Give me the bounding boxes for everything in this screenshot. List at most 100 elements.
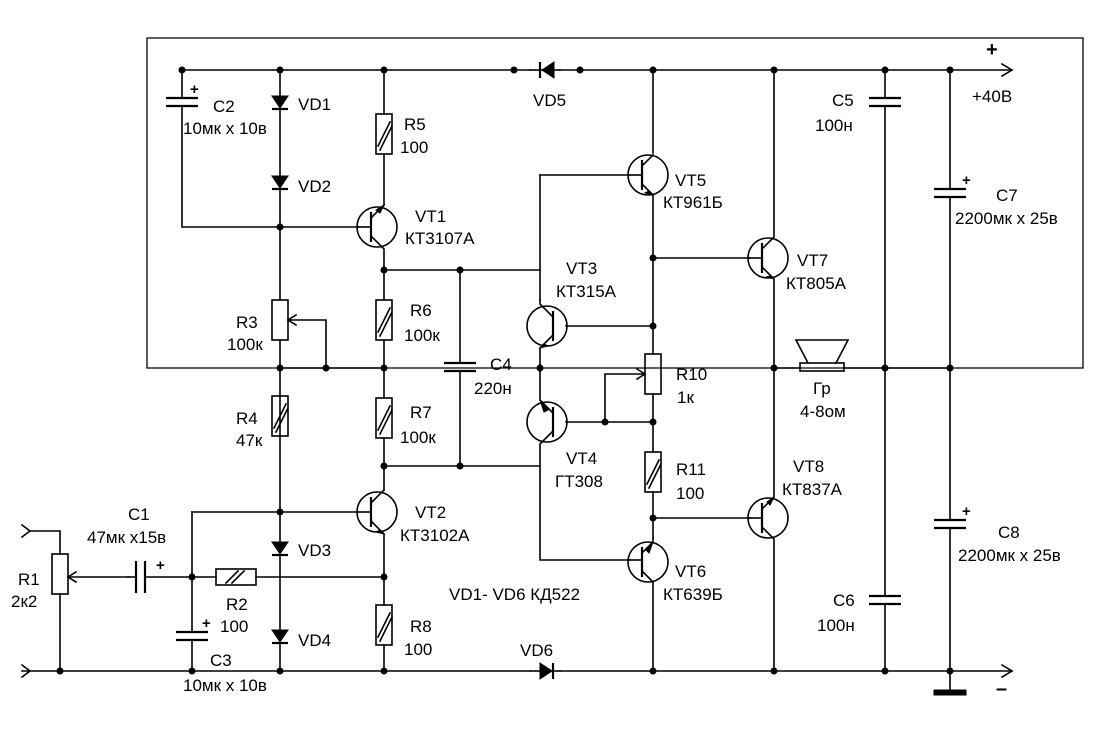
- vd4-label: VD4: [298, 631, 331, 650]
- capacitor-c2: [166, 69, 359, 228]
- c1-plus: +: [156, 557, 165, 574]
- vd3-label: VD3: [298, 541, 331, 560]
- r11-ref: R11: [676, 460, 706, 479]
- c1-value: 47мк х15в: [87, 528, 166, 547]
- diode-type-note: VD1- VD6 КД522: [449, 585, 580, 604]
- c2-value: 10мк х 10в: [183, 119, 267, 138]
- vd5-label: VD5: [533, 91, 566, 110]
- vt3-type: КТ315А: [556, 282, 617, 301]
- resistor-r6: [375, 299, 394, 399]
- r1-value: 2к2: [11, 592, 37, 611]
- vt1-ref: VT1: [415, 207, 446, 226]
- c6-ref: C6: [833, 591, 855, 610]
- diode-vd1: [271, 69, 289, 177]
- vt2-ref: VT2: [415, 503, 446, 522]
- r5-value: 100: [400, 138, 428, 157]
- c7-plus: +: [962, 172, 971, 189]
- vt3-ref: VT3: [566, 259, 597, 278]
- r2-value: 100: [220, 617, 248, 636]
- c5-value: 100н: [815, 116, 853, 135]
- r10-value: 1к: [677, 388, 694, 407]
- positive-rail: [181, 62, 1014, 78]
- vd6-label: VD6: [520, 641, 553, 660]
- ground-rail: [20, 663, 1014, 679]
- supply-plus-sign: +: [986, 39, 998, 61]
- r10-ref: R10: [676, 365, 707, 384]
- resistor-r8: [375, 604, 394, 672]
- c4-ref: C4: [490, 355, 512, 374]
- r8-value: 100: [404, 640, 432, 659]
- vt6-ref: VT6: [675, 562, 706, 581]
- speaker-gr: [794, 339, 850, 372]
- r3-value: 100к: [227, 335, 263, 354]
- r8-ref: R8: [410, 617, 432, 636]
- transistor-vt8: [747, 367, 789, 672]
- r11-value: 100: [676, 484, 704, 503]
- resistor-r3: [271, 299, 327, 511]
- c8-value: 2200мк х 25в: [958, 546, 1061, 565]
- capacitor-c1: [127, 561, 217, 593]
- vt7-type: КТ805А: [786, 274, 847, 293]
- vt1-type: КТ3107А: [405, 229, 475, 248]
- transistor-vt1: [356, 203, 398, 301]
- junction-dots: [56, 66, 954, 675]
- c5-ref: C5: [832, 91, 854, 110]
- transistor-vt3: [526, 299, 654, 401]
- capacitor-c8: [934, 518, 966, 672]
- r6-ref: R6: [410, 301, 432, 320]
- resistor-r1: [51, 553, 129, 672]
- r4-ref: R4: [236, 409, 258, 428]
- r1-ref: R1: [18, 570, 40, 589]
- vt5-type: КТ961Б: [663, 193, 723, 212]
- transistor-vt5: [627, 69, 669, 327]
- diode-vd6: [529, 662, 561, 680]
- supply-voltage-label: +40В: [972, 87, 1012, 106]
- r7-ref: R7: [410, 403, 432, 422]
- transistor-vt7: [747, 69, 789, 369]
- c1-ref: C1: [128, 505, 150, 524]
- enclosure-frame: [146, 37, 1084, 369]
- c6-value: 100н: [817, 616, 855, 635]
- transistor-vt2: [356, 488, 398, 606]
- r5-ref: R5: [404, 115, 426, 134]
- capacitor-c3: [176, 511, 208, 672]
- diode-vd3: [271, 509, 289, 631]
- vt5-ref: VT5: [675, 171, 706, 190]
- diode-vd4: [271, 629, 289, 672]
- vt8-type: КТ837А: [782, 480, 843, 499]
- r3-ref: R3: [236, 313, 258, 332]
- transistor-vt6: [627, 537, 669, 672]
- capacitor-c7: [934, 69, 966, 521]
- c4-value: 220н: [474, 379, 512, 398]
- c8-ref: C8: [998, 523, 1020, 542]
- capacitor-c4: [444, 269, 476, 467]
- vd1-label: VD1: [298, 95, 331, 114]
- resistor-r7: [375, 397, 394, 491]
- c7-value: 2200мк х 25в: [955, 209, 1058, 228]
- diode-vd5: [529, 61, 561, 79]
- resistor-r5: [375, 69, 394, 206]
- c2-plus: +: [190, 81, 199, 98]
- transistor-vt4: [526, 398, 654, 561]
- r6-value: 100к: [404, 326, 440, 345]
- vt7-ref: VT7: [797, 251, 828, 270]
- supply-minus-sign: –: [996, 678, 1007, 700]
- c7-ref: C7: [996, 186, 1018, 205]
- input-terminal: [20, 523, 61, 555]
- vt6-type: КТ639Б: [663, 585, 723, 604]
- speaker-value: 4-8ом: [800, 402, 846, 421]
- vd2-label: VD2: [298, 177, 331, 196]
- c8-plus: +: [962, 503, 971, 520]
- resistor-r10: [604, 325, 662, 453]
- speaker-ref: Гр: [813, 379, 831, 398]
- c2-ref: C2: [213, 97, 235, 116]
- c3-ref: C3: [210, 651, 232, 670]
- vt4-type: ГТ308: [555, 472, 603, 491]
- r2-ref: R2: [226, 595, 248, 614]
- resistor-r4: [271, 395, 290, 437]
- resistor-r2: [215, 568, 385, 586]
- c3-plus: +: [202, 615, 211, 632]
- capacitor-c6: [869, 594, 901, 672]
- vt2-type: КТ3102А: [400, 526, 470, 545]
